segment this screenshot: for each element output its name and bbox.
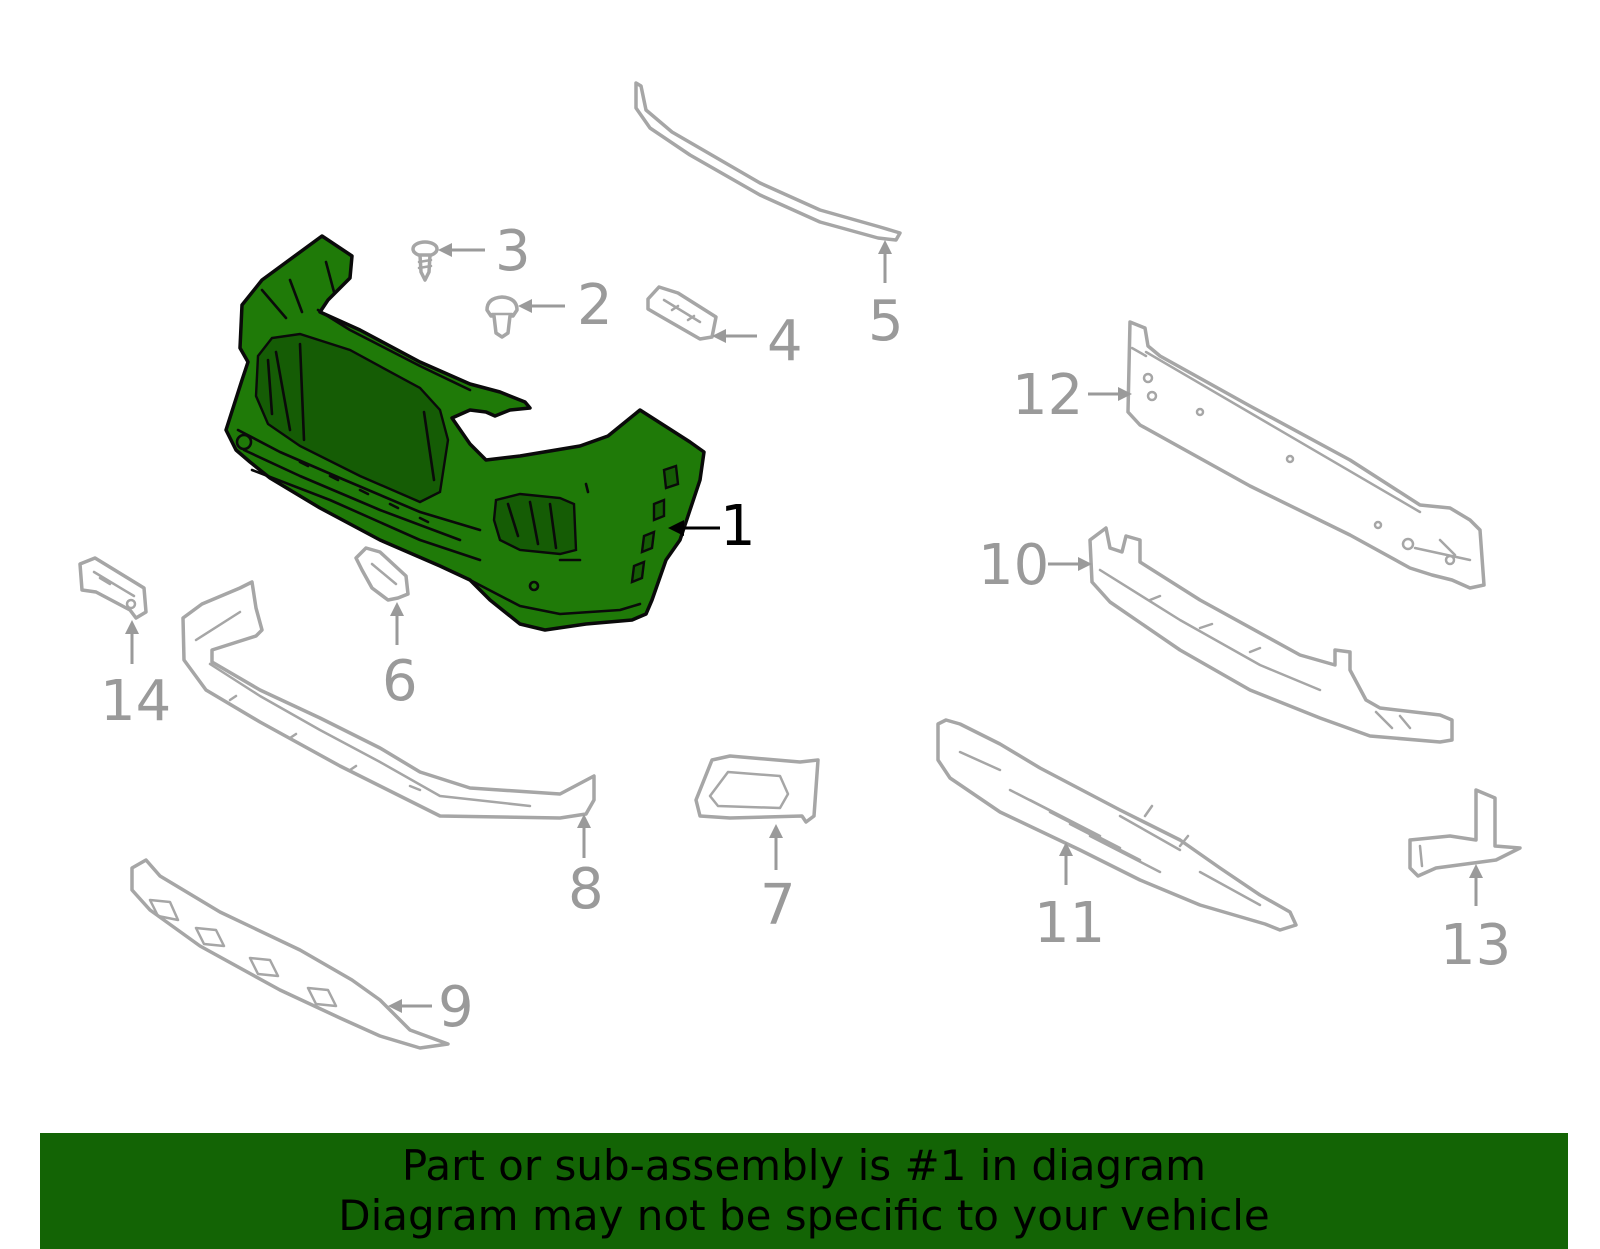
part-9-skid-plate[interactable] xyxy=(130,858,450,1050)
part-11-undertray[interactable] xyxy=(936,718,1298,932)
callout-3[interactable]: 3 xyxy=(495,219,531,284)
leader-arrows xyxy=(125,240,1483,1013)
callout-12[interactable]: 12 xyxy=(1012,363,1083,428)
callout-11[interactable]: 11 xyxy=(1034,891,1105,956)
part-13-bracket[interactable] xyxy=(1408,788,1522,878)
part-1-bumper-cover[interactable] xyxy=(224,234,706,632)
callout-14[interactable]: 14 xyxy=(100,669,171,734)
callout-13[interactable]: 13 xyxy=(1440,913,1511,978)
callout-labels: 1 2 3 4 5 6 7 8 9 10 11 12 13 14 xyxy=(100,219,1511,1040)
part-2-clip[interactable] xyxy=(485,295,519,339)
part-6-bracket[interactable] xyxy=(354,546,410,602)
banner-line-1: Part or sub-assembly is #1 in diagram xyxy=(401,1141,1207,1190)
callout-8[interactable]: 8 xyxy=(568,857,604,922)
callout-2[interactable]: 2 xyxy=(577,273,613,338)
callout-6[interactable]: 6 xyxy=(382,649,418,714)
part-7-bezel[interactable] xyxy=(694,754,820,824)
callout-4[interactable]: 4 xyxy=(767,309,803,374)
part-8-lower-cover[interactable] xyxy=(181,580,596,820)
part-10-absorber[interactable] xyxy=(1088,526,1454,744)
callout-10[interactable]: 10 xyxy=(978,533,1049,598)
callout-9[interactable]: 9 xyxy=(438,975,474,1040)
part-12-reinforcement[interactable] xyxy=(1126,320,1486,590)
info-banner: Part or sub-assembly is #1 in diagram Di… xyxy=(40,1133,1568,1249)
part-3-screw[interactable] xyxy=(411,240,439,282)
callout-1[interactable]: 1 xyxy=(720,494,756,559)
banner-line-2: Diagram may not be specific to your vehi… xyxy=(338,1191,1270,1240)
callout-5[interactable]: 5 xyxy=(868,289,904,354)
part-4-bracket[interactable] xyxy=(646,285,718,341)
part-14-bracket[interactable] xyxy=(78,556,148,620)
callout-7[interactable]: 7 xyxy=(760,873,796,938)
part-5-molding[interactable] xyxy=(634,81,902,242)
